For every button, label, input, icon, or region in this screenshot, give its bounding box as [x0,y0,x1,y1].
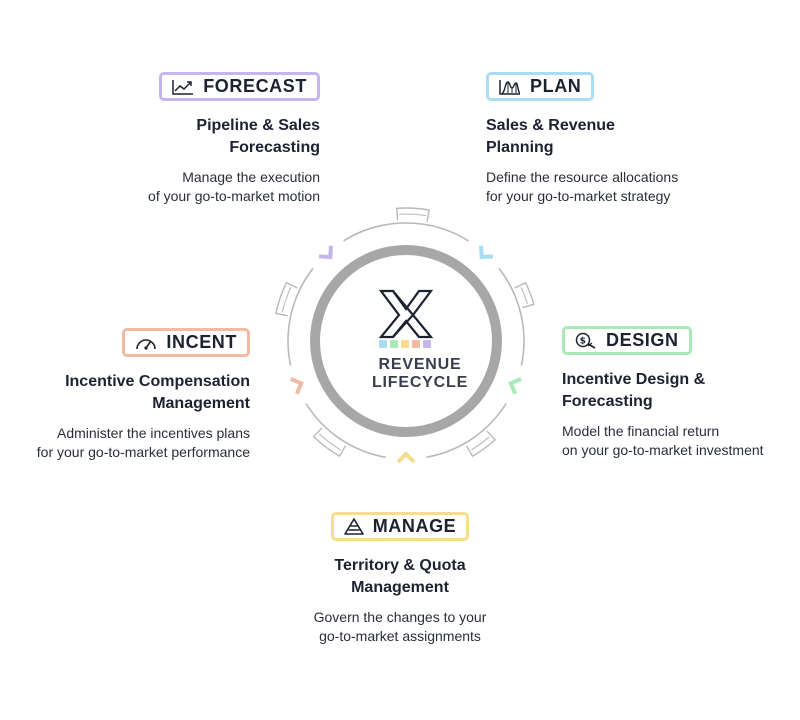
incent-desc-line2: for your go-to-market performance [36,444,250,460]
svg-text:$: $ [580,336,587,346]
incent-title: Incentive Compensation Management [37,371,250,415]
stage-manage: MANAGE Territory & Quota Management Gove… [250,512,550,646]
incent-label: INCENT [166,332,237,352]
center-title-line2: LIFECYCLE [371,374,469,391]
plan-label: PLAN [530,76,582,96]
plan-desc-line2: for your go-to-market strategy [486,188,671,204]
x-logo-icon [378,289,434,339]
ring-tab [514,281,535,309]
logo-dot [423,340,431,348]
chevron-markers [290,245,522,464]
logo-dot [401,340,409,348]
forecast-title-line2: Forecasting [229,139,320,156]
logo-color-dots [379,340,431,348]
outer-ring-arc [287,267,314,366]
logo-dot [379,340,387,348]
design-desc-line2: on your go-to-market investment [562,442,764,458]
manage-title-line1: Territory & Quota [334,557,466,574]
design-label: DESIGN [606,330,679,350]
dollar-search-icon: $ [575,332,596,349]
incent-badge[interactable]: INCENT [122,328,250,357]
manage-title-line2: Management [351,579,449,596]
chevron-marker [318,245,333,260]
plan-title: Sales & Revenue Planning [486,115,678,159]
design-desc-line1: Model the financial return [562,423,720,439]
pyramid-icon [343,518,364,535]
forecast-badge[interactable]: FORECAST [159,72,320,101]
chevron-marker [479,245,494,260]
incent-title-line1: Incentive Compensation [65,373,250,390]
manage-desc-line2: go-to-market assignments [319,628,481,644]
manage-description: Govern the changes to your go-to-market … [250,608,550,646]
incent-desc-line1: Administer the incentives plans [57,425,250,441]
ring-tab [275,281,298,317]
distribution-chart-icon [499,79,521,95]
outer-ring-arc [426,403,507,458]
stage-design: $ DESIGN Incentive Design & Forecasting … [562,326,764,460]
chevron-marker [290,377,304,395]
incent-description: Administer the incentives plans for your… [37,424,250,462]
chevron-marker [396,451,416,464]
manage-label: MANAGE [372,516,457,536]
design-badge[interactable]: $ DESIGN [562,326,692,355]
plan-description: Define the resource allocations for your… [486,168,678,206]
forecast-label: FORECAST [203,76,307,96]
plan-title-line2: Planning [486,139,554,156]
stage-plan: PLAN Sales & Revenue Planning Define the… [486,72,678,206]
stage-incent: INCENT Incentive Compensation Management… [37,328,250,462]
incent-title-line2: Management [152,395,250,412]
outer-ring [275,207,535,458]
plan-badge[interactable]: PLAN [486,72,595,101]
design-title-line1: Incentive Design & [562,371,706,388]
design-title-line2: Forecasting [562,393,653,410]
chevron-marker [508,377,522,395]
trend-chart-icon [172,79,194,95]
ring-tab [465,430,496,458]
manage-title: Territory & Quota Management [250,555,550,599]
center-title-line1: REVENUE [378,356,462,373]
design-description: Model the financial return on your go-to… [562,422,764,460]
logo-dot [412,340,420,348]
forecast-desc-line1: Manage the execution [182,169,320,185]
design-title: Incentive Design & Forecasting [562,369,764,413]
manage-desc-line1: Govern the changes to your [313,609,487,625]
center-title: REVENUE LIFECYCLE [330,356,510,392]
outer-ring-arc [498,267,525,366]
forecast-title: Pipeline & Sales Forecasting [148,115,320,159]
plan-title-line1: Sales & Revenue [486,117,615,134]
main-ring [310,245,502,437]
logo-dot [390,340,398,348]
outer-ring-arc [343,222,469,242]
forecast-title-line1: Pipeline & Sales [196,117,320,134]
plan-desc-line1: Define the resource allocations [486,169,679,185]
forecast-desc-line2: of your go-to-market motion [148,188,320,204]
ring-tab [395,207,430,222]
ring-tab [312,427,347,458]
stage-forecast: FORECAST Pipeline & Sales Forecasting Ma… [148,72,320,206]
outer-ring-arc [305,403,386,458]
gauge-icon [136,338,157,350]
manage-badge[interactable]: MANAGE [330,512,470,541]
forecast-description: Manage the execution of your go-to-marke… [148,168,320,206]
